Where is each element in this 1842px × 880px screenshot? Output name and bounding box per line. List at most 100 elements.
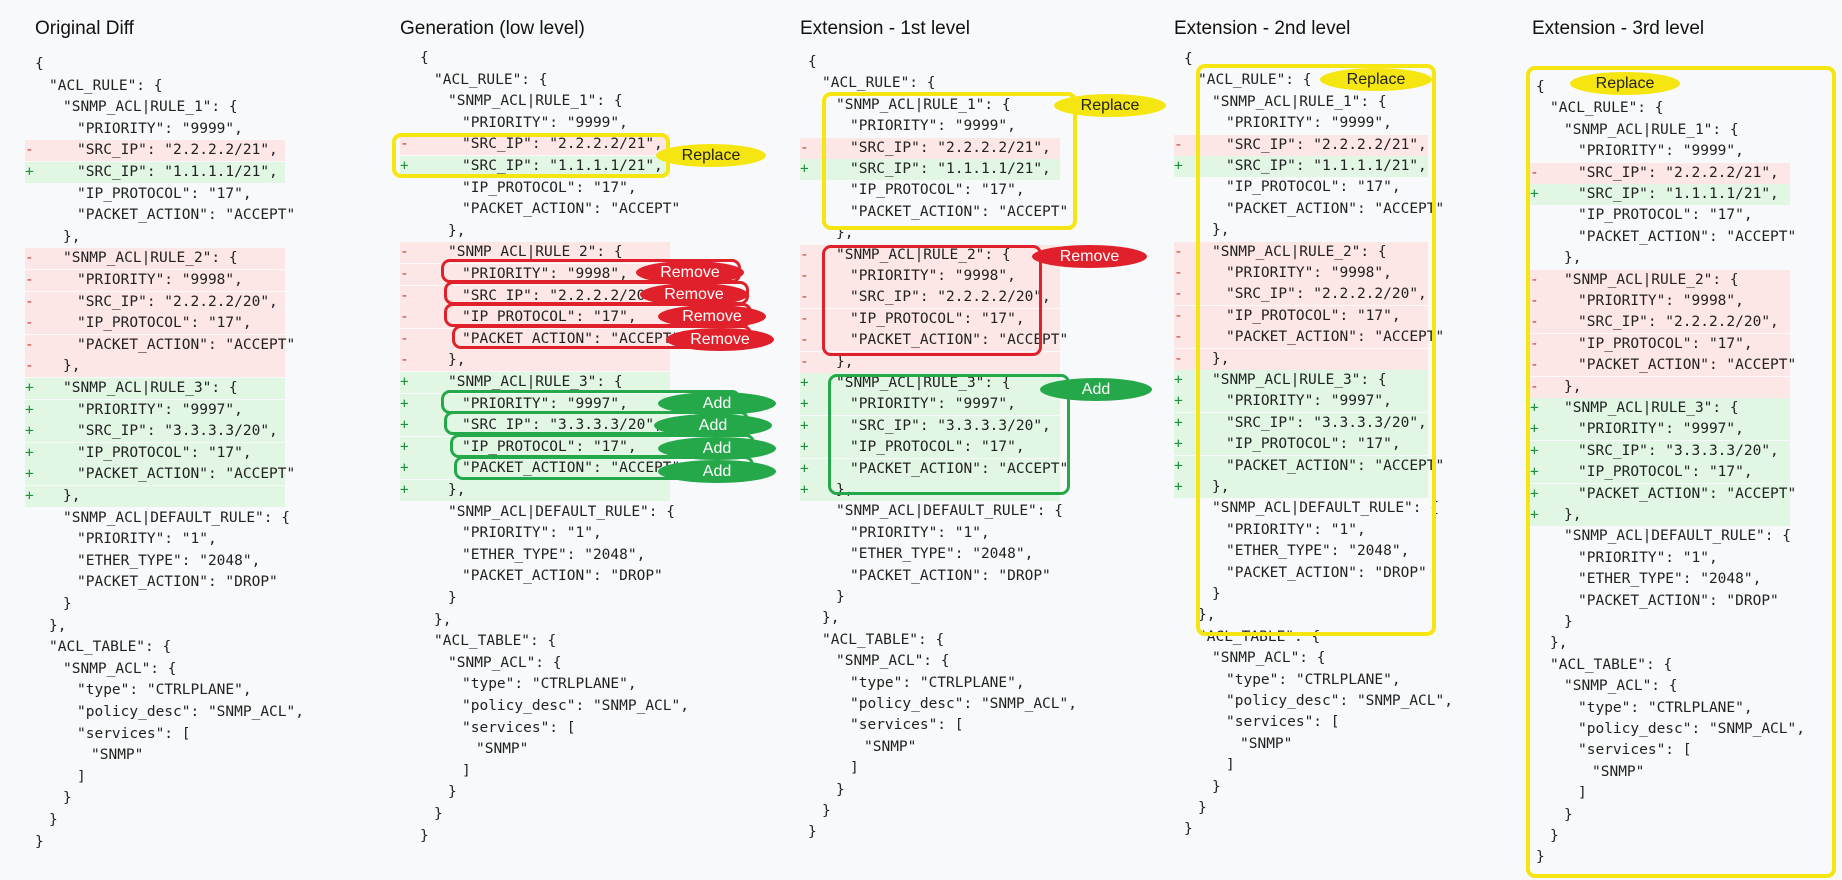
code-text: } — [448, 784, 457, 801]
code-line: } — [1530, 805, 1573, 826]
removed-code-line: -"SRC_IP": "2.2.2.2/20", — [25, 291, 285, 313]
code-text: "SNMP_ACL|RULE_1": { — [448, 93, 623, 110]
diff-marker: + — [1530, 485, 1539, 502]
code-line: "ACL_RULE": { — [400, 70, 548, 91]
code-text: }, — [63, 358, 81, 375]
code-text: "SNMP_ACL|RULE_2": { — [1564, 271, 1739, 288]
code-text: }, — [1564, 507, 1582, 523]
diff-marker: - — [1174, 329, 1183, 346]
removed-code-line: -}, — [25, 356, 285, 378]
code-line: "PRIORITY": "9999", — [800, 116, 1016, 137]
diff-marker: + — [25, 423, 34, 440]
code-line: "IP_PROTOCOL": "17", — [1530, 205, 1753, 226]
code-text: "PRIORITY": "1", — [1226, 521, 1366, 538]
code-text: "SNMP_ACL|DEFAULT_RULE": { — [1564, 528, 1791, 545]
code-text: { — [1536, 79, 1545, 95]
replace-label: Replace — [1054, 94, 1166, 117]
code-text: ] — [462, 762, 471, 779]
diff-marker: + — [800, 460, 809, 477]
added-code-line: +"SNMP_ACL|RULE_3": { — [1530, 398, 1790, 419]
code-line: "ACL_TABLE": { — [800, 630, 944, 651]
code-line: "SNMP_ACL|DEFAULT_RULE": { — [800, 501, 1063, 522]
diff-marker: + — [800, 375, 809, 391]
panel-extension-2nd-level: Extension - 2nd level {"ACL_RULE": {"SNM… — [1174, 0, 1453, 880]
diff-marker: + — [25, 488, 34, 504]
code-text: } — [49, 812, 58, 828]
code-text: "SNMP_ACL": { — [1212, 650, 1326, 667]
code-text: } — [822, 803, 831, 819]
code-line: }, — [400, 610, 451, 631]
code-text: "PACKET_ACTION": "DROP" — [462, 568, 663, 585]
code-line: } — [400, 804, 443, 825]
code-text: "PRIORITY": "1", — [462, 525, 602, 542]
code-text: "PRIORITY": "1", — [1578, 549, 1718, 566]
code-line: "ACL_RULE": { — [1174, 70, 1312, 91]
code-text: "PRIORITY": "9999", — [850, 118, 1016, 135]
diff-marker: - — [800, 139, 809, 156]
removed-code-line: -"PACKET_ACTION": "ACCEPT" — [800, 330, 1068, 352]
code-text: "services": [ — [1226, 714, 1340, 731]
remove-label: Remove — [658, 305, 766, 328]
code-text: } — [434, 806, 443, 822]
code-line: "SNMP_ACL": { — [800, 651, 950, 672]
diff-marker: - — [800, 353, 809, 370]
code-line: } — [1530, 826, 1559, 847]
added-code-line: +"PRIORITY": "9997", — [400, 393, 670, 415]
code-text: "PRIORITY": "9998", — [1578, 293, 1744, 309]
code-line: "SNMP_ACL|DEFAULT_RULE": { — [1530, 526, 1791, 547]
code-text: "SNMP_ACL|RULE_3": { — [63, 380, 238, 396]
diff-marker: - — [1174, 307, 1183, 324]
remove-box — [822, 245, 1042, 356]
code-line: "ACL_TABLE": { — [25, 637, 171, 658]
code-text: } — [35, 833, 44, 850]
removed-code-line: -"SRC_IP": "2.2.2.2/21", — [800, 137, 1060, 159]
code-line: "SNMP_ACL|DEFAULT_RULE": { — [1174, 498, 1439, 519]
code-text: "SRC_IP": "1.1.1.1/21", — [1226, 158, 1427, 174]
code-line: "IP_PROTOCOL": "17", — [800, 180, 1025, 201]
code-text: "PACKET_ACTION": "DROP" — [1226, 564, 1427, 581]
panel-original-diff: Original Diff {"ACL_RULE": {"SNMP_ACL|RU… — [25, 0, 335, 880]
removed-code-line: -"IP_PROTOCOL": "17", — [1530, 333, 1790, 355]
removed-code-line: -}, — [1174, 348, 1428, 370]
code-text: { — [420, 50, 429, 66]
code-text: } — [1564, 806, 1573, 823]
code-text: "SRC_IP": "3.3.3.3/20", — [1226, 414, 1427, 431]
code-text: "PACKET_ACTION": "DROP" — [1578, 592, 1779, 609]
code-line: "PRIORITY": "9999", — [1530, 141, 1744, 162]
diff-marker: + — [1530, 464, 1539, 481]
code-text: "IP_PROTOCOL": "17", — [77, 185, 252, 202]
code-line: } — [25, 594, 72, 615]
diff-marker: - — [400, 330, 409, 347]
added-code-line: +"SRC_IP": "3.3.3.3/20", — [400, 415, 670, 437]
code-text: "SNMP" — [91, 747, 144, 764]
diff-marker: - — [1530, 378, 1539, 395]
code-text: } — [63, 790, 72, 807]
added-code-line: +"SRC_IP": "3.3.3.3/20", — [1530, 440, 1790, 462]
diff-marker: + — [25, 401, 34, 418]
code-line: }, — [25, 616, 66, 637]
diff-marker: + — [1530, 186, 1539, 202]
code-text: "type": "CTRLPLANE", — [77, 682, 252, 699]
code-text: "SRC_IP": "3.3.3.3/20", — [77, 423, 278, 440]
diff-marker: + — [1174, 479, 1183, 495]
code-line: { — [1530, 77, 1545, 98]
panel-title: Extension - 1st level — [800, 18, 971, 39]
code-text: "PRIORITY": "9999", — [1578, 143, 1744, 160]
diff-marker: + — [400, 158, 409, 174]
code-line: "IP_PROTOCOL": "17", — [400, 178, 637, 199]
code-line: } — [800, 801, 831, 822]
code-text: }, — [448, 222, 466, 239]
code-line: "services": [ — [800, 715, 964, 736]
code-text: "PACKET_ACTION": "ACCEPT" — [850, 460, 1069, 477]
code-line: "ETHER_TYPE": "2048", — [1530, 569, 1761, 590]
code-line: "policy_desc": "SNMP_ACL", — [400, 696, 689, 717]
code-line: "ACL_TABLE": { — [1530, 655, 1672, 676]
diff-marker: + — [400, 395, 409, 412]
code-text: "SNMP_ACL|RULE_1": { — [1564, 121, 1739, 138]
code-line: } — [1530, 847, 1545, 868]
code-text: "PRIORITY": "9998", — [462, 266, 628, 282]
code-text: "PACKET_ACTION": "ACCEPT" — [462, 201, 681, 218]
code-text: "SRC_IP": "1.1.1.1/21", — [850, 161, 1051, 177]
code-line: } — [1174, 819, 1193, 840]
added-code-line: +"SRC_IP": "1.1.1.1/21", — [800, 159, 1060, 180]
